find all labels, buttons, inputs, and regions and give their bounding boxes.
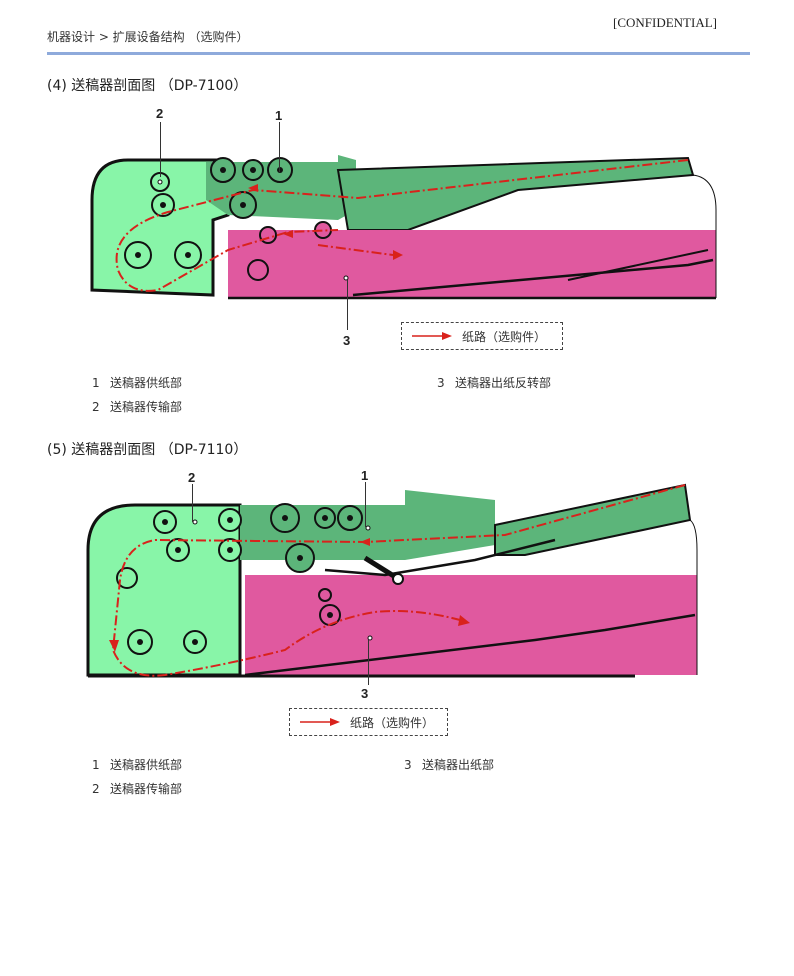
callout-line-2 [160, 122, 161, 177]
breadcrumb: 机器设计 > 扩展设备结构 （选购件） [47, 30, 249, 44]
callout-line-3 [347, 280, 348, 330]
red-arrow-icon [300, 718, 340, 726]
callout-line-1 [365, 482, 366, 527]
callout-3: 3 [343, 333, 351, 348]
callout-1: 1 [275, 108, 283, 123]
red-arrow-icon [412, 332, 452, 340]
confidential-label: [CONFIDENTIAL] [613, 15, 717, 30]
diagram-dp7110 [85, 480, 725, 685]
callout-line-3 [368, 640, 369, 685]
callout-line-2 [192, 484, 193, 522]
section-title-dp7100: (4) 送稿器剖面图 （DP-7100） [47, 78, 248, 94]
callout-1: 1 [361, 468, 369, 483]
callout-line-1 [279, 122, 280, 172]
legend-paper-path: 纸路（选购件） [289, 708, 448, 736]
legend-label: 纸路（选购件） [462, 329, 547, 344]
legend-paper-path: 纸路（选购件） [401, 322, 563, 350]
callout-3: 3 [361, 686, 369, 701]
callout-2: 2 [156, 106, 164, 121]
header-divider [47, 52, 750, 55]
section-title-dp7110: (5) 送稿器剖面图 （DP-7110） [47, 442, 248, 458]
diagram-dp7100 [88, 120, 720, 310]
callout-2: 2 [188, 470, 196, 485]
legend-label: 纸路（选购件） [350, 715, 435, 730]
